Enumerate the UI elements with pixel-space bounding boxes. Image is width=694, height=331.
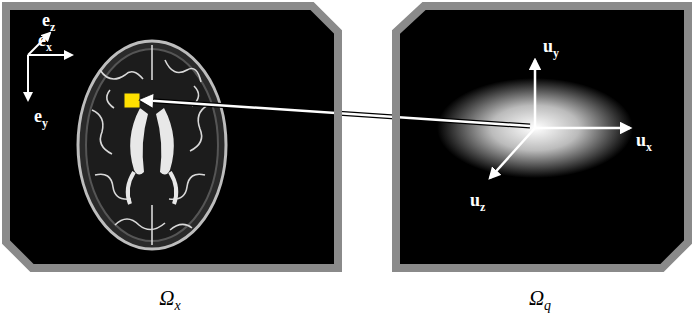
- panel-ground: [396, 6, 688, 268]
- domain-panel: Ωq: [390, 0, 694, 331]
- panel-ground: [6, 6, 338, 268]
- axis-label: uz: [470, 190, 485, 215]
- axis-label: ey: [34, 106, 48, 131]
- voxel-marker: [124, 93, 140, 108]
- axis-label: uy: [543, 36, 559, 61]
- axes: [490, 60, 630, 178]
- domain-label: Ωx: [159, 286, 180, 314]
- axis-label: ux: [636, 130, 652, 155]
- axis-label: ex: [38, 30, 52, 55]
- axes: [28, 33, 72, 100]
- panel-border: [390, 0, 694, 331]
- brain-image: [78, 41, 226, 249]
- domain-label: Ωq: [529, 286, 551, 314]
